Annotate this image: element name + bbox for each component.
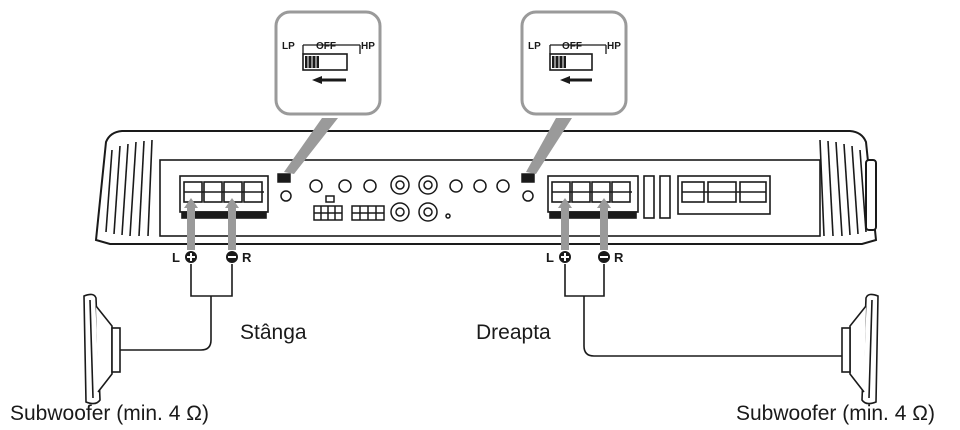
- switch-label-off: OFF: [562, 41, 582, 52]
- channel-label-right: Dreapta: [476, 321, 551, 344]
- subwoofer-left-icon: [83, 293, 121, 405]
- heatsink-fins-left: [105, 139, 153, 237]
- subwoofer-right-icon: [841, 293, 879, 405]
- switch-callout-right: LP OFF HP: [520, 10, 628, 174]
- terminal-block-right: [547, 175, 639, 219]
- subwoofer-caption-left: Subwoofer (min. 4 Ω): [10, 402, 209, 425]
- switch-small-left: [277, 173, 291, 183]
- side-knob: [865, 159, 877, 231]
- terminal-label-r: R: [614, 250, 624, 265]
- channel-label-left: Stânga: [240, 321, 307, 344]
- switch-label-lp: LP: [528, 41, 541, 52]
- switch-label-hp: HP: [607, 41, 621, 52]
- power-terminals: [643, 175, 771, 219]
- subwoofer-caption-right: Subwoofer (min. 4 Ω): [736, 402, 935, 425]
- switch-small-right: [521, 173, 535, 183]
- terminal-label-l: L: [172, 250, 180, 265]
- speaker-cables: [120, 264, 842, 357]
- terminal-label-l: L: [546, 250, 554, 265]
- switch-label-off: OFF: [316, 41, 336, 52]
- speaker-wires: [184, 198, 611, 250]
- heatsink-fins-right: [819, 139, 867, 237]
- switch-label-hp: HP: [361, 41, 375, 52]
- switch-label-lp: LP: [282, 41, 295, 52]
- polarity-markers-left: L R: [172, 250, 252, 265]
- polarity-markers-right: L R: [546, 250, 624, 265]
- center-controls: [277, 173, 535, 222]
- switch-callout-left: LP OFF HP: [274, 10, 382, 174]
- terminal-label-r: R: [242, 250, 252, 265]
